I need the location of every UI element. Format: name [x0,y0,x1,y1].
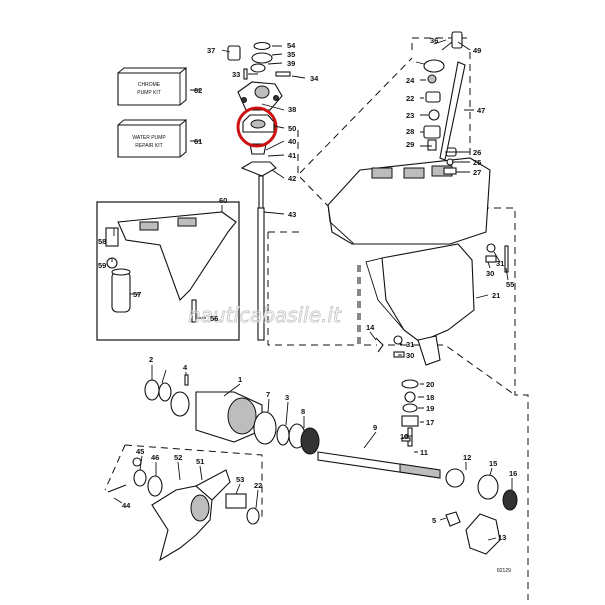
callout-5: 5 [432,516,436,525]
kit-61-line2: REPAIR KIT [135,143,162,149]
callout-11: 11 [420,448,428,457]
callout-14: 14 [366,323,375,332]
callout-31-lower: 31 [406,340,414,349]
callout-26: 26 [473,148,481,157]
callout-17: 17 [426,418,434,427]
callout-37: 37 [207,46,215,55]
callout-16: 16 [509,469,517,478]
upper-group-frame [268,57,413,233]
propeller-shaft [317,451,518,555]
callout-34: 34 [310,74,319,83]
callout-30-right: 30 [486,269,494,278]
callout-21: 21 [492,291,500,300]
callout-57: 57 [133,290,141,299]
propeller-assembly [107,457,260,562]
callout-47: 47 [477,106,485,115]
callout-43: 43 [288,210,296,219]
callout-1: 1 [238,375,242,384]
shift-rod-stack [423,31,466,175]
callout-38: 38 [288,105,296,114]
callout-22-lower: 22 [254,481,262,490]
callout-31-right: 31 [496,259,504,268]
callout-36: 36 [430,36,438,45]
callout-29: 29 [406,140,414,149]
callout-12: 12 [463,453,471,462]
callout-7: 7 [266,390,270,399]
callout-18: 18 [426,393,434,402]
callout-30-lower: 30 [406,351,414,360]
callout-27: 27 [473,168,481,177]
lower-group-frame [359,265,516,396]
callout-39: 39 [287,59,295,68]
leader-lines [111,39,513,541]
callout-33: 33 [232,70,240,79]
impeller-highlight-circle[interactable] [236,106,278,148]
callout-42: 42 [288,174,296,183]
callout-4: 4 [183,363,188,372]
callout-13: 13 [498,533,506,542]
inset-detail-box [96,201,240,341]
callout-61: 61 [194,137,202,146]
callout-2: 2 [149,355,153,364]
callout-59: 59 [98,261,106,270]
kit-62-line2: PUMP KIT [137,90,161,96]
callout-56: 56 [210,314,218,323]
kit-box-61: WATER PUMP REPAIR KIT [117,118,187,158]
kit-box-62: CHROME PUMP KIT [117,66,187,106]
callout-55: 55 [506,280,514,289]
callout-44: 44 [122,501,131,510]
reference-code: 82129 [497,568,511,574]
callout-54: 54 [287,41,296,50]
callout-51: 51 [196,457,204,466]
callout-62: 62 [194,86,202,95]
callout-24: 24 [406,76,415,85]
callout-labels: 37 54 35 39 33 34 62 38 61 50 40 41 42 6… [98,36,517,542]
kit-61-line1: WATER PUMP [132,135,166,141]
callout-15: 15 [489,459,497,468]
gearcase-housing [327,157,491,366]
anode-bolt-parts [375,243,509,358]
callout-28: 28 [406,127,414,136]
callout-50: 50 [288,124,296,133]
shift-linkage-parts [401,379,419,447]
callout-53: 53 [236,475,244,484]
callout-20: 20 [426,380,434,389]
watermark-text: nauticabasile.it [188,303,342,327]
callout-58: 58 [98,237,106,246]
callout-52: 52 [174,453,182,462]
callout-45: 45 [136,447,144,456]
callout-60: 60 [219,196,227,205]
callout-25: 25 [473,158,481,167]
callout-46: 46 [151,453,159,462]
callout-40: 40 [288,137,296,146]
callout-19: 19 [426,404,434,413]
callout-10: 10 [400,432,408,441]
callout-3: 3 [285,393,289,402]
callout-22: 22 [406,94,414,103]
prop-group-frame [104,444,263,520]
callout-23: 23 [406,111,414,120]
gearcase-group-frame [267,37,529,600]
kit-62-line1: CHROME [138,82,161,88]
callout-35: 35 [287,50,295,59]
bearing-housing-assembly [144,374,320,455]
water-pump-stack [227,41,291,341]
callout-49: 49 [473,46,481,55]
callout-8: 8 [301,407,305,416]
callout-41: 41 [288,151,296,160]
callout-9: 9 [373,423,377,432]
